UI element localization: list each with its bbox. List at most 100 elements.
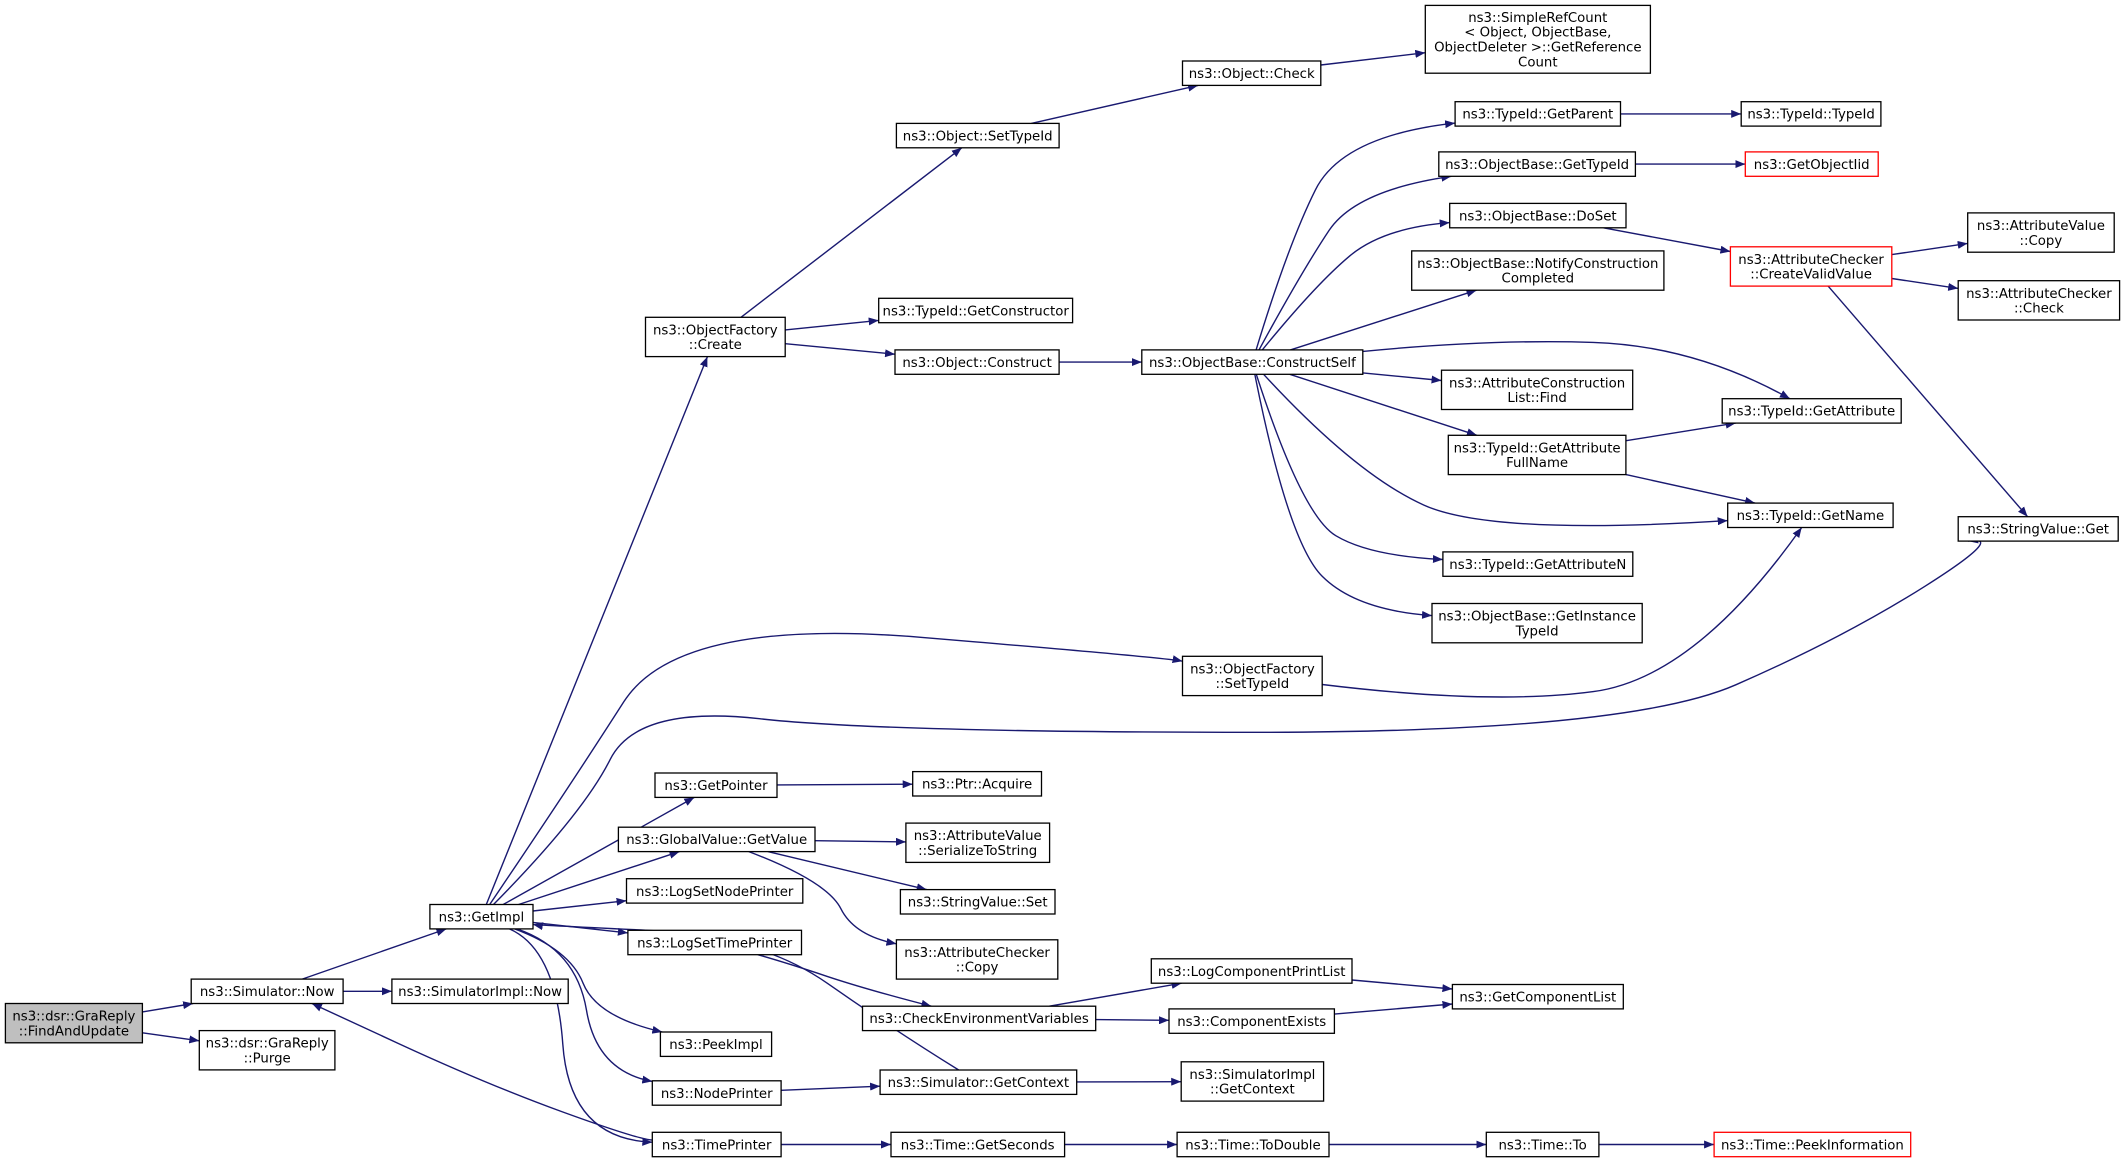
- node-label-line: ns3::AttributeChecker: [904, 946, 1050, 961]
- node-label-line: ns3::Simulator::GetContext: [888, 1076, 1069, 1091]
- node-logsettimeprinter[interactable]: ns3::LogSetTimePrinter: [627, 929, 803, 956]
- node-peekimpl[interactable]: ns3::PeekImpl: [659, 1031, 773, 1058]
- node-simimpl-getcontext[interactable]: ns3::SimulatorImpl::GetContext: [1180, 1061, 1325, 1102]
- edge-constructself-to-objbase_gettypeid: [1258, 173, 1452, 351]
- node-label-line: ns3::Time::PeekInformation: [1721, 1138, 1904, 1153]
- edge-componentexists-to-getcomponentlist: [1334, 1000, 1453, 1015]
- node-time-todouble[interactable]: ns3::Time::ToDouble: [1176, 1131, 1330, 1158]
- node-box: [1729, 246, 1893, 287]
- edge-constructself-to-typeid_getparent: [1255, 120, 1456, 351]
- node-box: [878, 297, 1074, 324]
- node-box: [190, 978, 344, 1005]
- node-getcomponentlist[interactable]: ns3::GetComponentList: [1451, 983, 1624, 1010]
- edge-objfactory_settypeid-to-typeid_getname: [1322, 527, 1803, 698]
- node-objbase-gettypeid[interactable]: ns3::ObjectBase::GetTypeId: [1438, 151, 1637, 177]
- node-nodeprinter[interactable]: ns3::NodePrinter: [651, 1080, 782, 1106]
- edge-globalvalue_getvalue-to-attrchecker_copy: [748, 850, 897, 946]
- node-checkenvvars[interactable]: ns3::CheckEnvironmentVariables: [861, 1005, 1097, 1032]
- node-componentexists[interactable]: ns3::ComponentExists: [1168, 1008, 1336, 1034]
- edge-typeid_getattributefullname-to-typeid_getname: [1625, 473, 1756, 505]
- node-logcomponentprintlist[interactable]: ns3::LogComponentPrintList: [1150, 958, 1353, 984]
- node-box: [1168, 1008, 1336, 1034]
- node-time-to[interactable]: ns3::Time::To: [1485, 1131, 1600, 1158]
- node-label-line: ::SetTypeId: [1216, 677, 1290, 692]
- edge-root-to-sim_now: [142, 1001, 194, 1013]
- node-globalvalue-getvalue[interactable]: ns3::GlobalValue::GetValue: [617, 826, 816, 853]
- node-box: [4, 1002, 144, 1044]
- node-label-line: ns3::SimulatorImpl: [1189, 1068, 1315, 1083]
- node-label-line: ns3::AttributeValue: [914, 829, 1042, 844]
- node-logsetnodeprinter[interactable]: ns3::LogSetNodePrinter: [625, 878, 804, 904]
- node-sim-now[interactable]: ns3::Simulator::Now: [190, 978, 344, 1005]
- node-root[interactable]: ns3::dsr::GraReply::FindAndUpdate: [4, 1002, 144, 1044]
- node-box: [912, 770, 1043, 797]
- node-label-line: ns3::AttributeConstruction: [1449, 376, 1625, 391]
- node-box: [1740, 101, 1882, 127]
- node-obj-settypeid[interactable]: ns3::Object::SetTypeId: [895, 122, 1060, 149]
- node-typeid-getattributen[interactable]: ns3::TypeId::GetAttributeN: [1442, 551, 1634, 577]
- node-box: [895, 939, 1059, 980]
- node-label-line: ns3::ObjectFactory: [1190, 662, 1315, 677]
- node-label-line: ns3::TypeId::GetParent: [1462, 108, 1613, 123]
- node-simplerefcount[interactable]: ns3::SimpleRefCount< Object, ObjectBase,…: [1424, 4, 1652, 74]
- node-label-line: ns3::LogComponentPrintList: [1158, 965, 1346, 980]
- node-typeid-getname[interactable]: ns3::TypeId::GetName: [1727, 502, 1894, 529]
- node-stringvalue-get[interactable]: ns3::StringValue::Get: [1957, 516, 2119, 542]
- node-attrchecker-createvalid[interactable]: ns3::AttributeChecker::CreateValidValue: [1729, 246, 1893, 287]
- edge-constructself-to-objbase_getinstancetypeid: [1254, 374, 1433, 619]
- node-objfactory-settypeid[interactable]: ns3::ObjectFactory::SetTypeId: [1181, 655, 1323, 697]
- edge-root-to-purge: [142, 1032, 200, 1044]
- edge-constructself-to-objbase_doset: [1261, 219, 1450, 351]
- edge-getimpl-to-logsetnodeprinter: [532, 897, 627, 912]
- node-attrchecker-copy[interactable]: ns3::AttributeChecker::Copy: [895, 939, 1059, 980]
- node-label-line: ns3::SimpleRefCount: [1468, 11, 1607, 26]
- node-stringvalue-set[interactable]: ns3::StringValue::Set: [899, 888, 1056, 915]
- node-ptr-acquire[interactable]: ns3::Ptr::Acquire: [912, 770, 1043, 797]
- node-attrvalue-copy[interactable]: ns3::AttributeValue::Copy: [1967, 212, 2115, 253]
- node-box: [1451, 983, 1624, 1010]
- node-label-line: ns3::ComponentExists: [1177, 1015, 1326, 1030]
- node-box: [1440, 369, 1634, 411]
- edge-constructself-to-typeid_getattributefullname: [1289, 373, 1478, 437]
- node-getobjectiid[interactable]: ns3::GetObjectIid: [1744, 151, 1879, 177]
- node-notifyconstruction[interactable]: ns3::ObjectBase::NotifyConstructionCompl…: [1411, 250, 1665, 291]
- node-getpointer[interactable]: ns3::GetPointer: [654, 772, 778, 799]
- edge-getimpl-to-stringvalue_get: [493, 535, 1982, 905]
- node-simimpl-now[interactable]: ns3::SimulatorImpl::Now: [391, 978, 569, 1005]
- node-label-line: ns3::TypeId::GetConstructor: [883, 304, 1070, 319]
- node-attrchecker-check[interactable]: ns3::AttributeChecker::Check: [1957, 280, 2121, 321]
- node-box: [198, 1029, 336, 1071]
- node-label-line: ns3::TypeId::GetAttribute: [1728, 405, 1895, 420]
- node-typeid-getparent[interactable]: ns3::TypeId::GetParent: [1454, 101, 1622, 127]
- node-label-line: TypeId: [1515, 624, 1559, 639]
- node-typeid-typeid[interactable]: ns3::TypeId::TypeId: [1740, 101, 1882, 127]
- node-objfactory-create[interactable]: ns3::ObjectFactory::Create: [644, 316, 786, 358]
- node-attrvalue-serialize[interactable]: ns3::AttributeValue::SerializeToString: [905, 822, 1051, 864]
- node-obj-check[interactable]: ns3::Object::Check: [1181, 60, 1322, 87]
- node-timeprinter[interactable]: ns3::TimePrinter: [651, 1131, 782, 1158]
- node-label-line: ns3::ObjectFactory: [653, 323, 778, 338]
- edge-timeprinter-to-sim_now: [311, 1002, 653, 1141]
- node-constructself[interactable]: ns3::ObjectBase::ConstructSelf: [1141, 349, 1364, 375]
- node-time-getseconds[interactable]: ns3::Time::GetSeconds: [890, 1131, 1066, 1158]
- node-box: [905, 822, 1051, 864]
- node-obj-construct[interactable]: ns3::Object::Construct: [894, 349, 1060, 375]
- node-box: [654, 772, 778, 799]
- node-label-line: ns3::Simulator::Now: [200, 985, 335, 1000]
- node-objbase-doset[interactable]: ns3::ObjectBase::DoSet: [1449, 202, 1627, 229]
- node-label-line: Completed: [1502, 272, 1575, 287]
- node-box: [1431, 602, 1643, 644]
- edge-getimpl-to-timeprinter: [509, 928, 653, 1146]
- node-label-line: ns3::AttributeChecker: [1738, 253, 1884, 268]
- node-typeid-getattribute[interactable]: ns3::TypeId::GetAttribute: [1721, 398, 1902, 424]
- node-typeid-getconstructor[interactable]: ns3::TypeId::GetConstructor: [878, 297, 1074, 324]
- node-box: [1141, 349, 1364, 375]
- node-purge[interactable]: ns3::dsr::GraReply::Purge: [198, 1029, 336, 1071]
- node-getimpl[interactable]: ns3::GetImpl: [429, 903, 534, 930]
- node-time-peekinformation[interactable]: ns3::Time::PeekInformation: [1713, 1131, 1912, 1158]
- node-box: [391, 978, 569, 1005]
- node-sim-getcontext[interactable]: ns3::Simulator::GetContext: [879, 1069, 1078, 1096]
